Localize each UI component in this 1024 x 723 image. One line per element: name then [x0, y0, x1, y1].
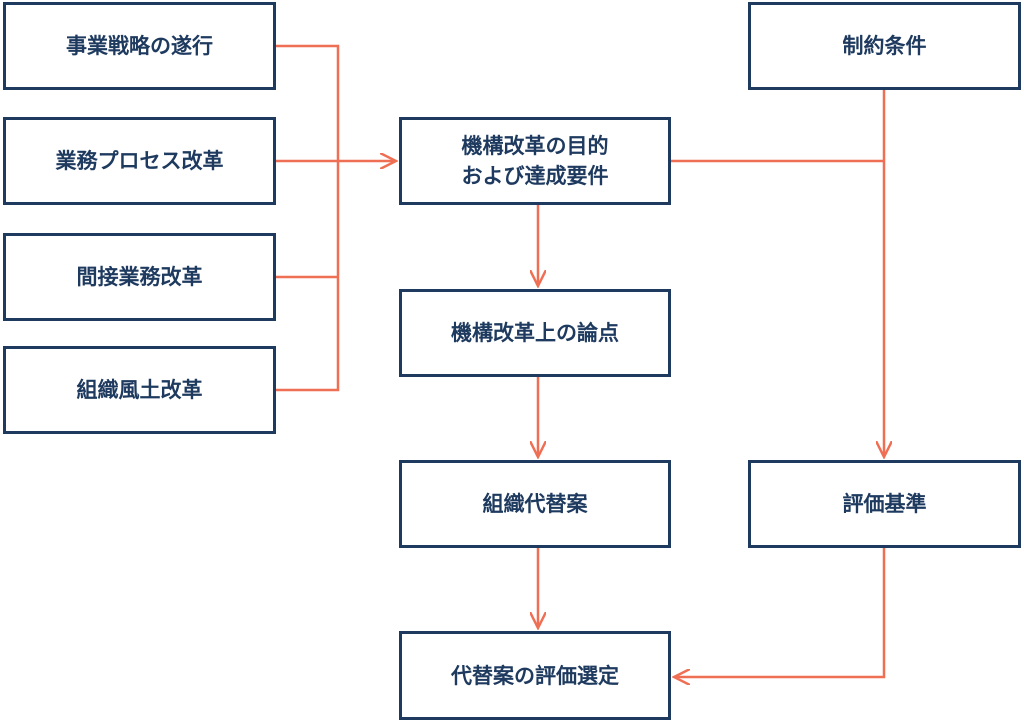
box-selection: 代替案の評価選定 — [399, 631, 671, 720]
box-strategy: 事業戦略の遂行 — [3, 2, 276, 90]
box-issues: 機構改革上の論点 — [399, 289, 671, 377]
box-constraints: 制約条件 — [748, 2, 1021, 90]
box-label: 評価基準 — [842, 492, 927, 516]
box-indirect: 間接業務改革 — [3, 233, 276, 321]
box-label: 組織風土改革 — [76, 378, 203, 402]
connector-strategy — [276, 44, 340, 392]
arrow-criteria-to-selection — [674, 548, 886, 677]
box-process: 業務プロセス改革 — [3, 117, 276, 205]
box-criteria: 評価基準 — [748, 460, 1021, 548]
box-label: 組織代替案 — [482, 492, 588, 516]
box-label: 業務プロセス改革 — [55, 149, 224, 173]
box-alternatives: 組織代替案 — [399, 460, 671, 548]
box-label: 事業戦略の遂行 — [66, 34, 213, 58]
box-label: 間接業務改革 — [76, 265, 203, 289]
box-label: 機構改革上の論点 — [451, 321, 619, 345]
box-purpose: 機構改革の目的 および達成要件 — [399, 117, 671, 205]
box-label: 機構改革の目的 および達成要件 — [461, 134, 609, 188]
box-label: 代替案の評価選定 — [451, 663, 619, 688]
box-culture: 組織風土改革 — [3, 346, 276, 434]
box-label: 制約条件 — [842, 34, 927, 58]
